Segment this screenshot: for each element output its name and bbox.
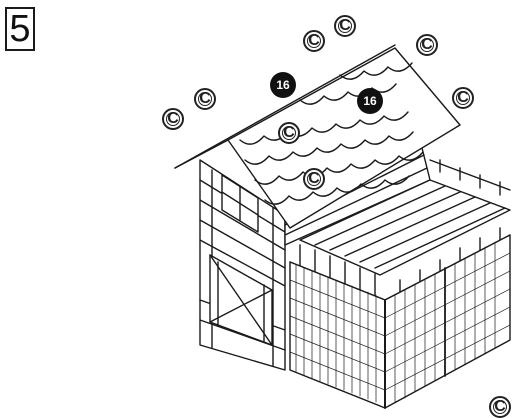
fastener-callout: C xyxy=(303,168,325,190)
run-roof-slats xyxy=(299,179,511,276)
fastener-callout: C xyxy=(334,15,356,37)
part-16-callout: 16 xyxy=(270,72,296,98)
roof-panel xyxy=(174,44,461,229)
fastener-callout: C xyxy=(303,30,325,52)
fastener-callout: C xyxy=(452,87,474,109)
window xyxy=(221,174,259,233)
fastener-callout: C xyxy=(489,396,511,418)
fastener-callout: C xyxy=(194,88,216,110)
fastener-callout: C xyxy=(162,108,184,130)
part-16-callout: 16 xyxy=(357,88,383,114)
coop-door xyxy=(209,254,273,346)
mesh-run-front xyxy=(289,261,386,409)
mesh-run-side xyxy=(384,234,511,409)
fastener-callout: C xyxy=(416,34,438,56)
fastener-callout: C xyxy=(278,122,300,144)
step-number: 5 xyxy=(5,7,35,51)
